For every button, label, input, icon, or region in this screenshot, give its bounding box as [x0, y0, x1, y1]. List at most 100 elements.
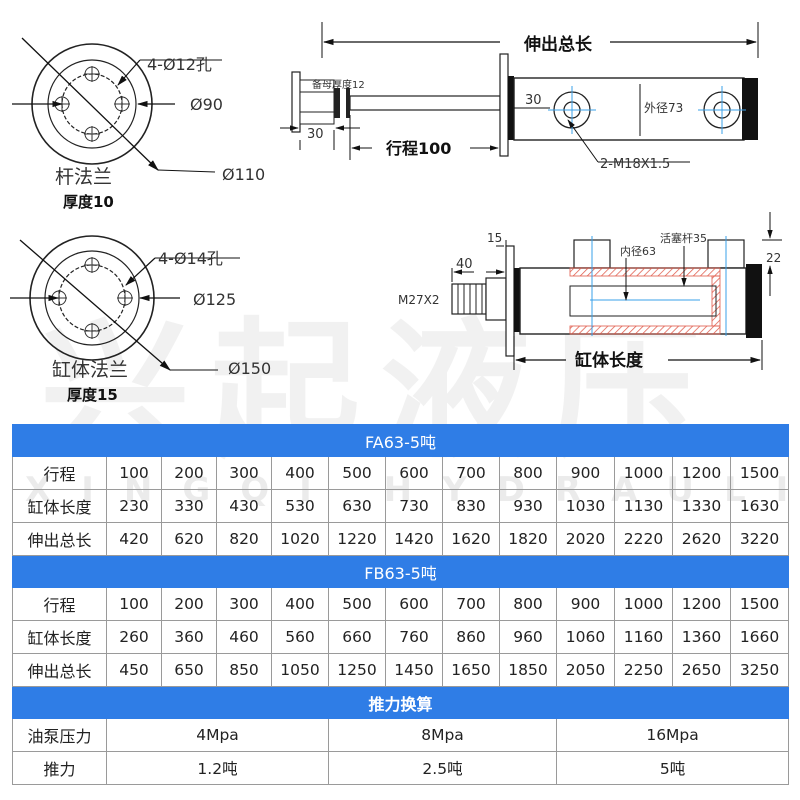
table-cell: 500: [328, 587, 386, 621]
table-cell: 1820: [499, 522, 557, 556]
cyl-flange-name: 缸体法兰: [52, 359, 128, 381]
table-cell: 2650: [672, 653, 731, 687]
rod-diameter-label: 活塞杆35: [660, 231, 707, 245]
table-cell: 530: [271, 489, 329, 523]
table-cell: 300: [216, 587, 272, 621]
cyl-flange-holes-label: 4-Ø14孔: [158, 249, 223, 268]
table-cell: 1650: [442, 653, 500, 687]
pressure-label: 油泵压力: [12, 718, 107, 752]
table-cell: 3220: [729, 522, 790, 556]
dim-30-right: 30: [525, 93, 542, 108]
table-cell: 2050: [556, 653, 615, 687]
table-cell: 2620: [672, 522, 731, 556]
rod-flange-inner-diameter: Ø90: [190, 95, 223, 114]
cylinder-section-drawing: 15 40 M27X2 内径63 活塞杆35 22 缸体长度: [398, 212, 782, 371]
table-cell: 600: [385, 456, 443, 490]
dim-15: 15: [487, 231, 502, 245]
table-cell: 1250: [328, 653, 386, 687]
table-cell: 1060: [556, 620, 615, 654]
table-cell: 1200: [672, 587, 731, 621]
fb63-title: FB63-5吨: [11, 555, 790, 588]
table-cell: 1420: [385, 522, 443, 556]
rod-flange-outer-diameter: Ø110: [222, 165, 265, 184]
table-cell: 630: [328, 489, 386, 523]
table-cell: 1000: [614, 587, 673, 621]
table-cell: 860: [442, 620, 500, 654]
row-label: 缸体长度: [12, 489, 107, 523]
nut-thickness-label: 备母厚度12: [312, 78, 365, 91]
table-cell: 1630: [729, 489, 790, 523]
table-cell: 1330: [672, 489, 731, 523]
table-cell: 400: [271, 587, 329, 621]
port-thread-label: 2-M18X1.5: [600, 157, 670, 172]
pressure-value: 16Mpa: [555, 718, 790, 752]
table-cell: 660: [328, 620, 386, 654]
table-cell: 360: [161, 620, 217, 654]
cyl-flange-inner-diameter: Ø125: [193, 290, 236, 309]
table-cell: 960: [499, 620, 557, 654]
table-cell: 500: [328, 456, 386, 490]
dim-22: 22: [766, 251, 781, 265]
table-cell: 300: [216, 456, 272, 490]
thrust-header-row: 推力换算: [11, 686, 790, 719]
cyl-flange-thickness: 厚度15: [67, 386, 118, 404]
cylinder-flange-drawing: 4-Ø14孔 Ø125 Ø150 缸体法兰 厚度15: [10, 235, 271, 404]
total-length-label: 伸出总长: [523, 34, 593, 55]
force-label: 推力: [12, 751, 107, 785]
stroke-label: 行程100: [385, 139, 451, 158]
dim-30-left: 30: [307, 127, 324, 142]
table-cell: 620: [161, 522, 217, 556]
table-cell: 730: [385, 489, 443, 523]
body-length-label: 缸体长度: [575, 350, 644, 371]
table-cell: 830: [442, 489, 500, 523]
table-cell: 760: [385, 620, 443, 654]
table-cell: 420: [106, 522, 162, 556]
dim-40: 40: [456, 257, 473, 272]
technical-drawing: 4-Ø12孔 Ø90 Ø110 杆法兰 厚度10 4-Ø14孔 Ø125 Ø15…: [10, 22, 782, 404]
rod-flange-holes-label: 4-Ø12孔: [147, 55, 212, 74]
table-cell: 800: [499, 587, 557, 621]
table-cell: 900: [556, 587, 615, 621]
table-cell: 1450: [385, 653, 443, 687]
table-cell: 1020: [271, 522, 329, 556]
fa63-title: FA63-5吨: [11, 424, 790, 457]
table-cell: 3250: [729, 653, 790, 687]
table-cell: 460: [216, 620, 272, 654]
inner-diameter-label: 内径63: [620, 244, 656, 258]
table-cell: 400: [271, 456, 329, 490]
table-cell: 230: [106, 489, 162, 523]
table-cell: 330: [161, 489, 217, 523]
table-cell: 820: [216, 522, 272, 556]
table-cell: 900: [556, 456, 615, 490]
cyl-flange-outer-diameter: Ø150: [228, 359, 271, 378]
table-cell: 1130: [614, 489, 673, 523]
table-cell: 560: [271, 620, 329, 654]
table-cell: 1200: [672, 456, 731, 490]
rod-flange-thickness: 厚度10: [63, 193, 114, 211]
force-value: 5吨: [555, 751, 790, 785]
table-cell: 200: [161, 587, 217, 621]
table-cell: 430: [216, 489, 272, 523]
table-cell: 1000: [614, 456, 673, 490]
table-cell: 850: [216, 653, 272, 687]
thrust-title: 推力换算: [11, 686, 790, 719]
row-label: 缸体长度: [12, 620, 107, 654]
table-cell: 1620: [442, 522, 500, 556]
table-cell: 1850: [499, 653, 557, 687]
table-cell: 2220: [614, 522, 673, 556]
table-cell: 800: [499, 456, 557, 490]
table-cell: 2250: [614, 653, 673, 687]
row-label: 伸出总长: [12, 653, 107, 687]
pressure-value: 4Mpa: [106, 718, 329, 752]
extended-cylinder-drawing: 伸出总长 备母厚度12 30 行程100 30 外径73 2-M18X1.5: [280, 22, 759, 172]
force-value: 1.2吨: [106, 751, 329, 785]
rod-flange-name: 杆法兰: [55, 166, 112, 188]
rod-thread-label: M27X2: [398, 293, 439, 307]
table-cell: 930: [499, 489, 557, 523]
